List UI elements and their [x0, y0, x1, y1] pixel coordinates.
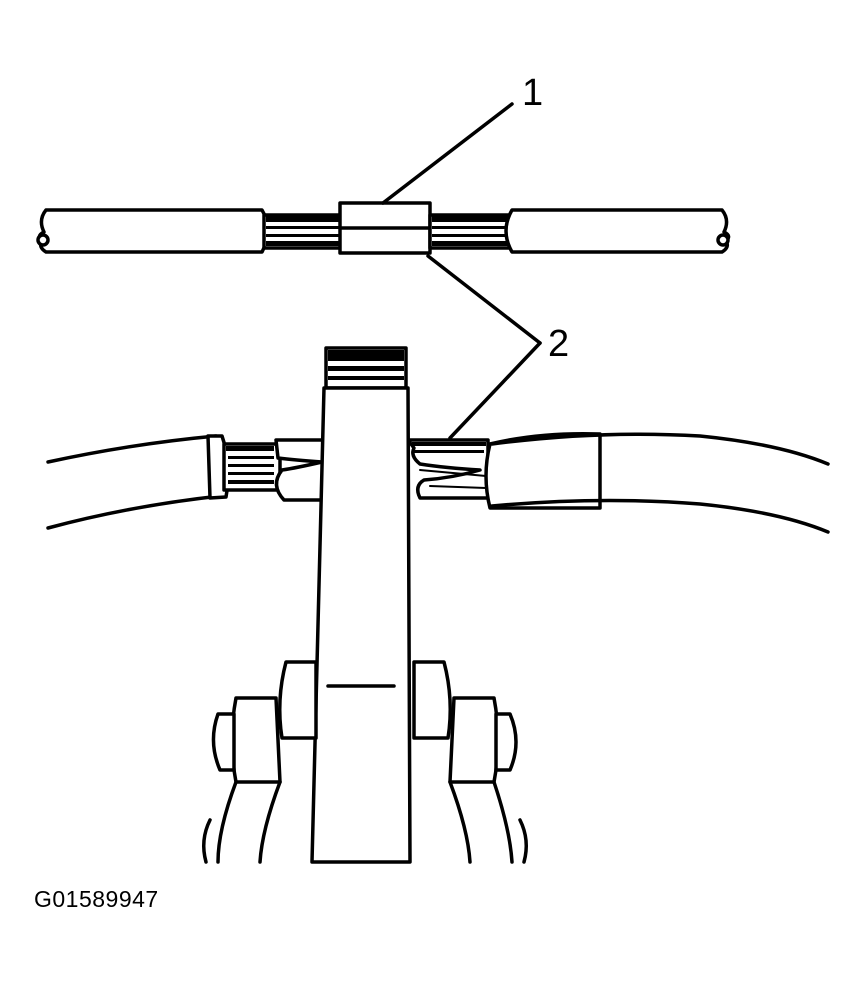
top-spliced-wire — [36, 201, 731, 255]
left-conductor-strands — [262, 213, 344, 250]
tool-right-pivot — [412, 660, 528, 864]
right-conductor-strands — [428, 213, 512, 250]
figure-id-label: G01589947 — [34, 886, 159, 912]
leader-2-bottom — [448, 341, 542, 440]
left-crimp-sleeve — [274, 438, 330, 502]
right-wire-insulation — [504, 208, 731, 254]
left-wire-outline-top — [46, 434, 218, 464]
bottom-wires — [46, 431, 830, 534]
left-bottom-strands — [222, 442, 282, 492]
leader-2-top — [426, 254, 542, 345]
tool-jaw-tip — [324, 346, 408, 390]
right-bottom-strands — [412, 442, 487, 489]
splice-sleeve — [338, 201, 432, 255]
left-wire-outline-bottom — [46, 494, 222, 530]
callout-leaders — [381, 102, 542, 440]
tool-left-pivot — [202, 660, 318, 864]
leader-1 — [381, 102, 514, 205]
right-wire-outline-bottom — [490, 498, 830, 534]
right-bottom-insulation-end — [484, 431, 602, 510]
left-wire-insulation — [37, 208, 270, 254]
right-wire-outline-top — [490, 432, 830, 466]
right-crimp-sleeve — [406, 438, 490, 500]
callout-2-label: 2 — [548, 323, 569, 365]
tool-body — [310, 386, 412, 864]
callout-1-label: 1 — [522, 72, 543, 114]
crimp-tool — [202, 346, 528, 864]
